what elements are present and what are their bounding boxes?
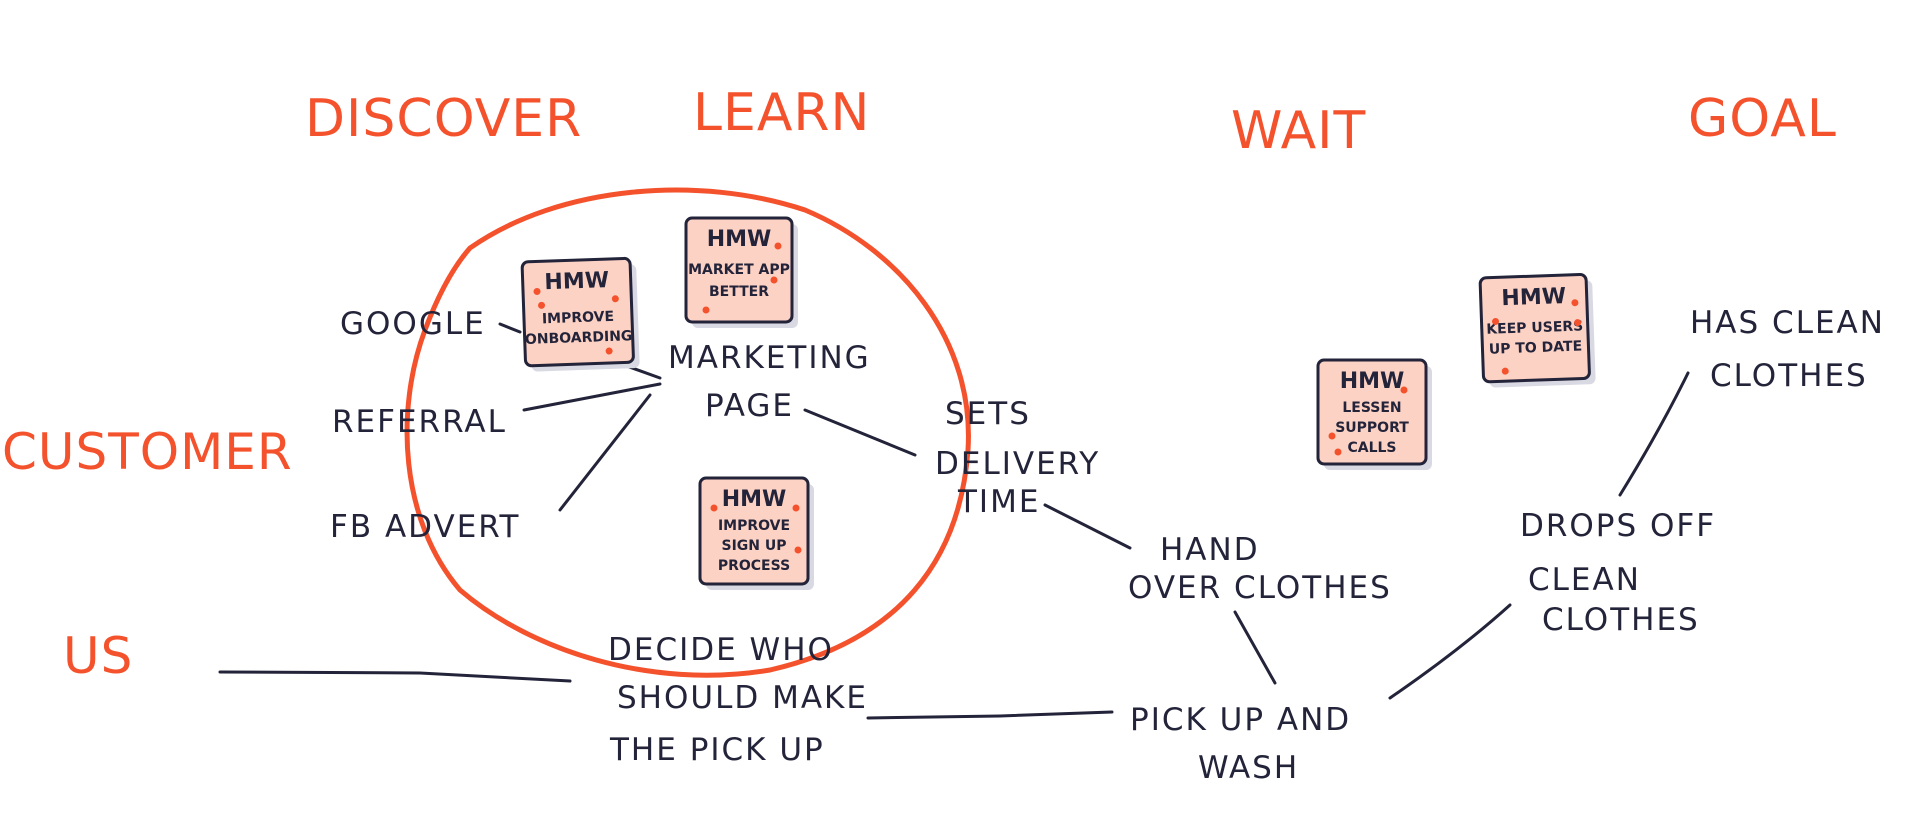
- node-fb-advert: FB ADVERT: [330, 509, 521, 545]
- node-line: HAS CLEAN: [1690, 305, 1885, 341]
- note-line: LESSEN: [1342, 400, 1401, 416]
- note-body: [698, 476, 810, 586]
- note-dot: [770, 276, 778, 284]
- node-sets-delivery-time: SETS DELIVERY TIME: [935, 396, 1100, 520]
- note-title: HMW: [707, 227, 772, 252]
- node-referral: REFERRAL: [332, 404, 507, 440]
- note-line: IMPROVE: [542, 309, 615, 328]
- stage-wait: WAIT: [1231, 101, 1366, 161]
- hmw-note-improve-sign-up: HMW IMPROVE SIGN UP PROCESS: [698, 476, 814, 590]
- note-dot: [792, 504, 800, 512]
- note-dot: [611, 295, 619, 303]
- note-line: PROCESS: [718, 558, 790, 574]
- note-body: [1316, 358, 1428, 466]
- note-line: BETTER: [709, 284, 769, 300]
- lane-customer: CUSTOMER: [2, 423, 293, 481]
- note-dot: [1400, 386, 1408, 394]
- node-line: PICK UP AND: [1130, 702, 1351, 738]
- node-line: OVER CLOTHES: [1128, 570, 1392, 606]
- note-dot: [1571, 299, 1579, 307]
- node-line: CLEAN: [1528, 562, 1641, 598]
- note-title: HMW: [544, 268, 609, 295]
- lane-us: US: [63, 627, 133, 685]
- node-line: SETS: [945, 396, 1031, 432]
- connector-us-decide: [218, 670, 572, 683]
- connector-dropsoff-hasclean: [1618, 371, 1690, 497]
- connector-referral-marketing: [522, 382, 662, 412]
- connector-pickup-dropsoff: [1388, 603, 1512, 700]
- note-dot: [1328, 432, 1336, 440]
- note-line: ONBOARDING: [525, 328, 633, 348]
- node-pick-up-and-wash: PICK UP AND WASH: [1130, 702, 1351, 786]
- hmw-note-lessen-support-calls: HMW LESSEN SUPPORT CALLS: [1316, 358, 1432, 470]
- note-line: CALLS: [1347, 440, 1396, 456]
- note-dot: [605, 347, 613, 355]
- node-marketing-page: MARKETING PAGE: [668, 340, 871, 424]
- hmw-note-market-app-better: HMW MARKET APP BETTER: [684, 216, 798, 328]
- node-has-clean-clothes: HAS CLEAN CLOTHES: [1690, 305, 1885, 394]
- note-dot: [1492, 317, 1500, 325]
- note-title: HMW: [1501, 284, 1566, 311]
- hmw-note-improve-onboarding: HMW IMPROVE ONBOARDING: [520, 256, 640, 372]
- highlight-circle: [404, 187, 971, 678]
- node-line: HAND: [1160, 532, 1260, 568]
- note-line: KEEP USERS: [1486, 318, 1583, 337]
- node-hand-over-clothes: HAND OVER CLOTHES: [1128, 532, 1392, 606]
- node-line: PAGE: [705, 388, 794, 424]
- node-line: MARKETING: [668, 340, 871, 376]
- node-decide-who-picks-up: DECIDE WHO SHOULD MAKE THE PICK UP: [608, 632, 868, 768]
- note-dot: [533, 287, 541, 295]
- note-line: IMPROVE: [718, 518, 790, 534]
- node-line: WASH: [1198, 750, 1299, 786]
- note-line: SUPPORT: [1335, 420, 1409, 436]
- node-drops-off-clean-clothes: DROPS OFF CLEAN CLOTHES: [1520, 508, 1716, 638]
- node-line: CLOTHES: [1542, 602, 1700, 638]
- note-line: UP TO DATE: [1489, 338, 1583, 357]
- note-dot: [1501, 367, 1509, 375]
- node-google: GOOGLE: [340, 306, 486, 342]
- node-line: DROPS OFF: [1520, 508, 1716, 544]
- connector-delivery-handover: [1043, 503, 1132, 550]
- connector-handover-pickup: [1233, 610, 1277, 685]
- node-line: DELIVERY: [935, 446, 1100, 482]
- node-line: TIME: [957, 484, 1040, 520]
- node-line: DECIDE WHO: [608, 632, 834, 668]
- connector-decide-pickup: [866, 710, 1114, 720]
- note-line: SIGN UP: [721, 538, 786, 554]
- hmw-note-keep-users-up-to-date: HMW KEEP USERS UP TO DATE: [1478, 273, 1596, 388]
- note-dot: [1334, 448, 1342, 456]
- stage-goal: GOAL: [1688, 89, 1837, 149]
- node-line: THE PICK UP: [609, 732, 825, 768]
- note-body: [520, 256, 635, 368]
- connector-marketing-delivery: [803, 408, 917, 457]
- note-dot: [710, 504, 718, 512]
- note-dot: [1574, 319, 1582, 327]
- note-dot: [538, 301, 546, 309]
- stage-learn: LEARN: [693, 83, 870, 143]
- connector-fb-marketing: [558, 393, 652, 512]
- note-line: MARKET APP: [688, 262, 790, 278]
- note-dot: [774, 242, 782, 250]
- node-line: CLOTHES: [1710, 358, 1868, 394]
- node-line: SHOULD MAKE: [617, 680, 868, 716]
- note-body: [1478, 273, 1591, 384]
- note-body: [684, 216, 794, 324]
- note-title: HMW: [1340, 369, 1405, 394]
- note-dot: [702, 306, 710, 314]
- note-dot: [794, 546, 802, 554]
- stage-discover: DISCOVER: [305, 89, 582, 149]
- note-title: HMW: [722, 487, 787, 512]
